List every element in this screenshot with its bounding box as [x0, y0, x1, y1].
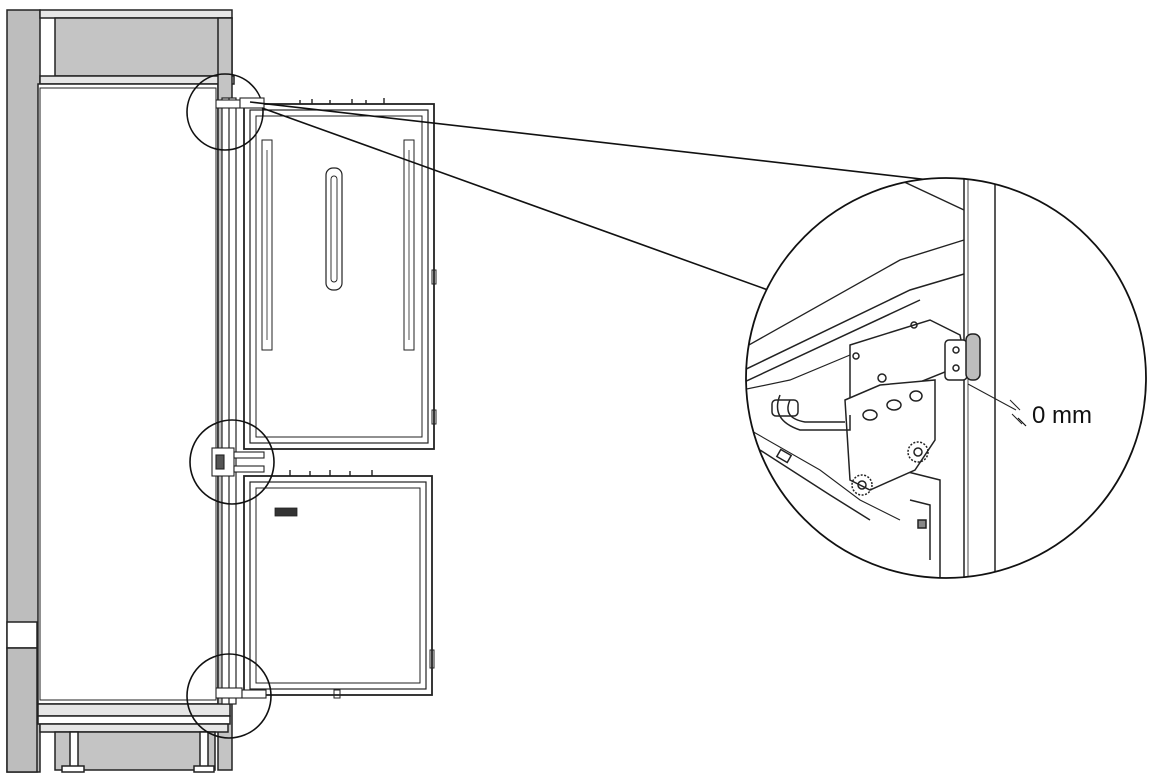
hinge-parts	[211, 97, 267, 699]
upper-fridge-door	[243, 98, 437, 450]
kitchen-cabinet	[6, 9, 235, 773]
hinge-zoom-detail	[745, 177, 1147, 579]
gap-dimension-label: 0 mm	[1032, 402, 1092, 429]
hinge-detail-circles	[186, 73, 275, 739]
upper-hinge-circle	[186, 73, 264, 151]
lower-freezer-door	[243, 470, 435, 699]
zoom-circle-outline	[745, 177, 1147, 579]
appliance-side-edge	[221, 97, 237, 705]
leader-lines	[249, 101, 931, 291]
lower-hinge-circle	[186, 653, 272, 739]
middle-hinge-circle	[189, 419, 275, 505]
